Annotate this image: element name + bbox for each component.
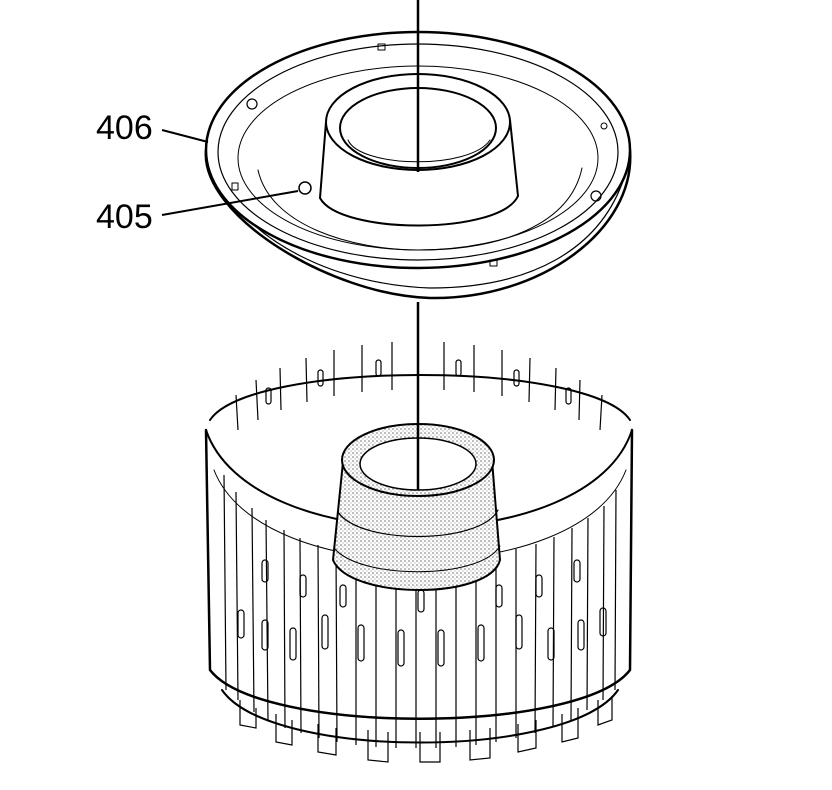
callout-406: 406	[96, 109, 153, 147]
check-ball	[298, 181, 312, 195]
leader-lines	[161, 129, 299, 216]
center-hub-seal	[332, 423, 501, 591]
drum-splines	[223, 474, 617, 763]
leader-406	[161, 129, 209, 143]
callout-405: 405	[96, 198, 153, 236]
leader-405	[161, 190, 299, 216]
drum-back-splines	[235, 342, 603, 431]
